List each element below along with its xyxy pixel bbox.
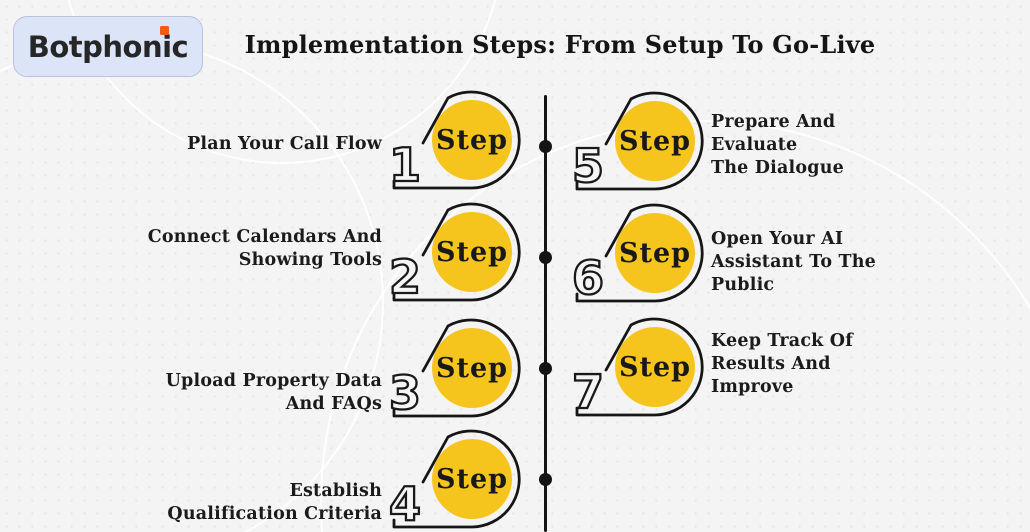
timeline-line <box>544 95 547 532</box>
step-badge-label: Step <box>619 352 691 383</box>
step-3-badge-icon: Step <box>392 318 521 418</box>
step-5-label: Prepare And Evaluate The Dialogue <box>711 111 951 180</box>
step-badge-label: Step <box>619 238 691 269</box>
timeline-dot <box>539 473 552 486</box>
timeline-dot <box>539 140 552 153</box>
label-line: Improve <box>711 377 794 397</box>
step-3-label: Upload Property Data And FAQs <box>60 370 382 416</box>
step-2-number: 2 <box>388 250 422 304</box>
step-4-label: Establish Qualification Criteria <box>60 480 382 526</box>
label-line: Connect Calendars And <box>147 227 382 247</box>
label-line: Public <box>711 275 775 295</box>
step-4-number: 4 <box>388 477 422 531</box>
timeline-dot <box>539 362 552 375</box>
logo-i-dot-icon <box>160 26 169 35</box>
step-2-badge-icon: Step <box>392 202 521 302</box>
step-badge-label: Step <box>619 126 691 157</box>
step-1-number: 1 <box>388 138 422 192</box>
label-line: Plan Your Call Flow <box>187 134 382 154</box>
label-line: The Dialogue <box>711 158 844 178</box>
label-line: Qualification Criteria <box>167 504 382 524</box>
page-title: Implementation Steps: From Setup To Go-L… <box>244 30 876 59</box>
step-badge-label: Step <box>436 237 508 268</box>
label-line: Results And <box>711 354 831 374</box>
step-5-badge-icon: Step <box>575 91 704 191</box>
step-3-number: 3 <box>388 366 422 420</box>
botphonic-logo: Botphonic <box>13 16 203 77</box>
label-line: Establish <box>289 481 382 501</box>
step-6-badge-icon: Step <box>575 203 704 303</box>
label-line: Upload Property Data <box>165 371 382 391</box>
step-badge-label: Step <box>436 464 508 495</box>
timeline-dot <box>539 251 552 264</box>
label-line: And FAQs <box>285 394 382 414</box>
step-7-label: Keep Track Of Results And Improve <box>711 330 951 399</box>
label-line: Evaluate <box>711 135 798 155</box>
label-line: Prepare And <box>711 112 836 132</box>
step-6-number: 6 <box>571 251 605 305</box>
logo-text: Botphonic <box>27 29 189 64</box>
step-badge-label: Step <box>436 353 508 384</box>
label-line: Showing Tools <box>238 250 382 270</box>
step-5-number: 5 <box>571 139 605 193</box>
label-line: Open Your AI <box>711 229 844 249</box>
step-1-badge-icon: Step <box>392 90 521 190</box>
step-4-badge-icon: Step <box>392 429 521 529</box>
step-1-label: Plan Your Call Flow <box>60 133 382 156</box>
label-line: Assistant To The <box>711 252 876 272</box>
step-6-label: Open Your AI Assistant To The Public <box>711 228 951 297</box>
step-badge-label: Step <box>436 125 508 156</box>
step-7-number: 7 <box>571 365 605 419</box>
label-line: Keep Track Of <box>711 331 853 351</box>
step-2-label: Connect Calendars And Showing Tools <box>60 226 382 272</box>
step-7-badge-icon: Step <box>575 317 704 417</box>
